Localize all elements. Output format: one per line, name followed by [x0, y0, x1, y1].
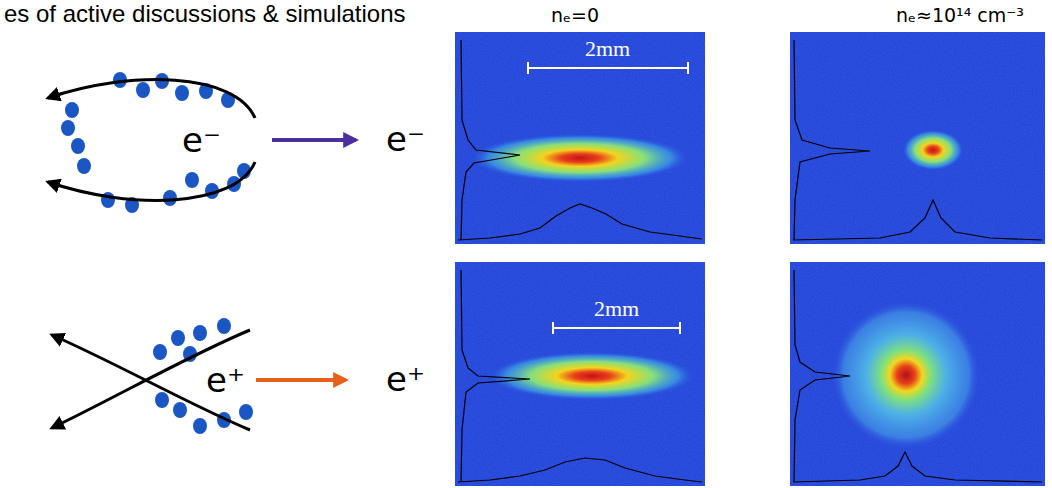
direction-arrow — [256, 378, 346, 382]
trajectory-arrows — [48, 80, 255, 201]
particle-symbol: e⁻ — [182, 123, 221, 157]
column-header: nₑ≈10¹⁴ cm⁻³ — [896, 6, 1024, 25]
ellipse-outline — [10, 65, 272, 215]
slide-title: es of active discussions & simulations — [4, 2, 406, 26]
trajectory-arrows — [52, 330, 250, 430]
column-header: nₑ=0 — [551, 6, 599, 25]
beam-ellipse: e⁻ — [10, 65, 272, 215]
particle-label: e⁺ — [386, 362, 425, 396]
beam-ellipse: e⁺ — [10, 305, 272, 455]
direction-arrow — [272, 138, 356, 142]
beam-image-panels — [455, 32, 1045, 486]
particle-symbol: e⁺ — [206, 363, 245, 397]
particle-label: e⁻ — [386, 122, 425, 156]
scale-bar-label: 2mm — [585, 38, 630, 60]
scale-bar-label: 2mm — [594, 298, 639, 320]
